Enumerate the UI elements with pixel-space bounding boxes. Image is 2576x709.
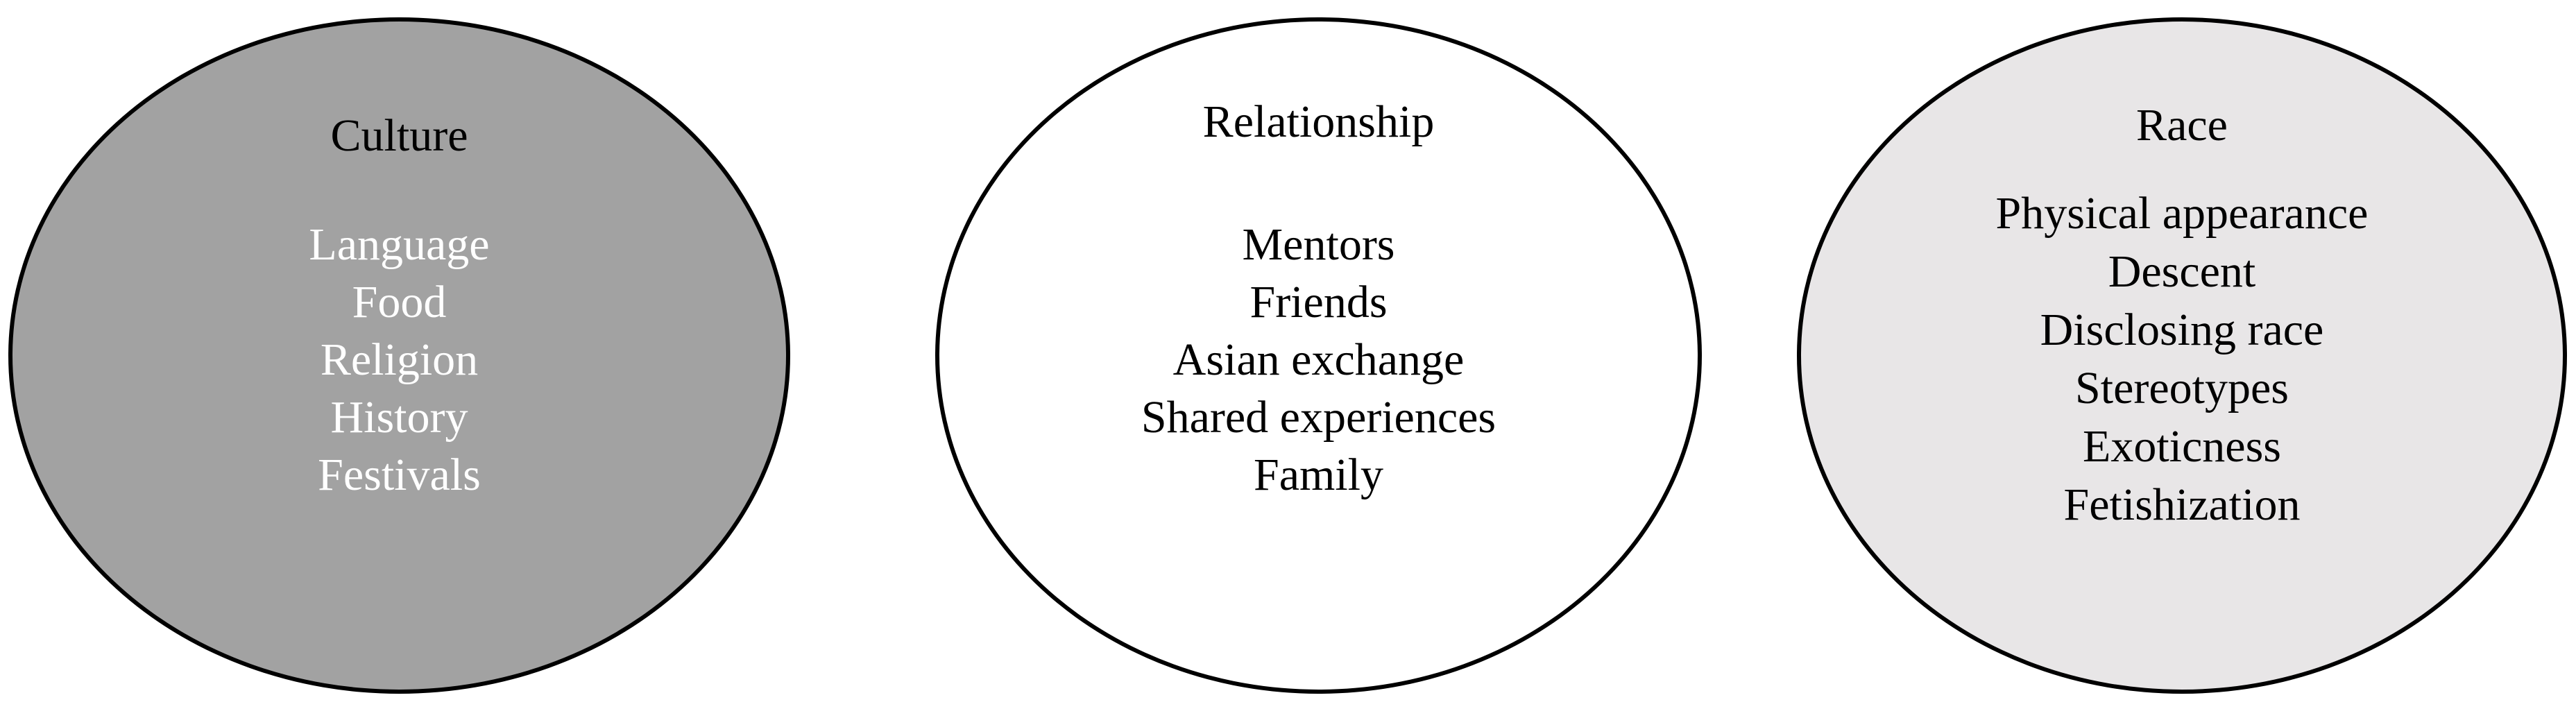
race-item: Disclosing race <box>2040 305 2324 355</box>
relationship-title: Relationship <box>1202 96 1435 147</box>
race-item: Descent <box>2108 246 2256 297</box>
relationship-item: Shared experiences <box>1141 392 1496 443</box>
culture-ellipse: Culture Language Food Religion History F… <box>8 17 790 694</box>
relationship-items: Mentors Friends Asian exchange Shared ex… <box>939 216 1698 504</box>
culture-item: Religion <box>320 334 479 385</box>
culture-items: Language Food Religion History Festivals <box>12 216 786 504</box>
culture-item: Food <box>352 277 447 327</box>
race-item: Physical appearance <box>1995 188 2369 239</box>
race-item: Fetishization <box>2063 479 2301 530</box>
relationship-item: Family <box>1253 450 1383 500</box>
culture-title: Culture <box>330 110 468 161</box>
relationship-item: Asian exchange <box>1172 334 1465 385</box>
race-item: Stereotypes <box>2075 363 2289 413</box>
race-ellipse: Race Physical appearance Descent Disclos… <box>1797 17 2567 694</box>
relationship-ellipse: Relationship Mentors Friends Asian excha… <box>935 17 1702 694</box>
relationship-item: Friends <box>1249 277 1388 327</box>
race-item: Exoticness <box>2083 421 2281 472</box>
culture-item: Language <box>309 219 490 270</box>
relationship-item: Mentors <box>1242 219 1395 270</box>
culture-item: Festivals <box>318 450 481 500</box>
culture-item: History <box>330 392 468 443</box>
race-items: Physical appearance Descent Disclosing r… <box>1801 185 2563 534</box>
race-title: Race <box>2136 100 2228 151</box>
